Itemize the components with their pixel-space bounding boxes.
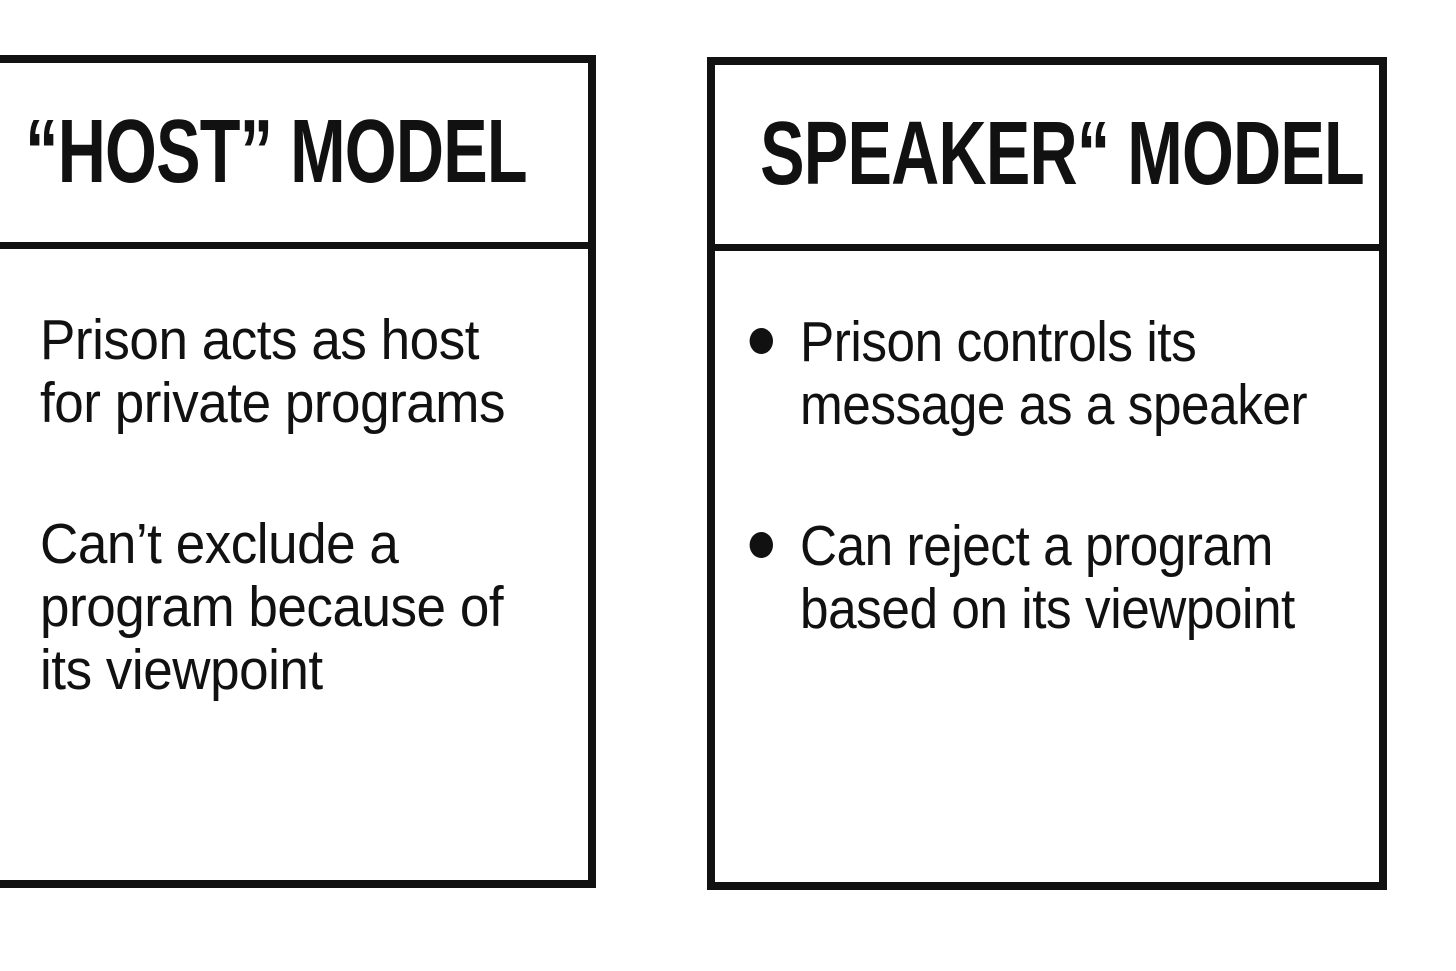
speaker-model-header: SPEAKER“ MODEL [715, 65, 1379, 251]
text-line: for private programs [40, 371, 506, 435]
text-line: program because of [40, 575, 504, 639]
host-paragraph-1: Prison acts as host for private programs [40, 309, 540, 435]
host-model-body: Prison acts as host for private programs… [0, 249, 588, 702]
text-line: based on its viewpoint [800, 577, 1295, 641]
text-line: its viewpoint [40, 638, 323, 702]
text-line: message as a speaker [800, 373, 1308, 437]
speaker-bullet-2: Can reject a program based on its viewpo… [749, 514, 1312, 641]
text-line: Can reject a program [800, 514, 1273, 578]
bullet-icon [749, 328, 773, 354]
speaker-model-body: Prison controls its message as a speaker… [715, 251, 1379, 641]
speaker-model-title: SPEAKER“ MODEL [760, 104, 1365, 204]
text-line: Prison acts as host [40, 308, 480, 372]
text-line: Can’t exclude a [40, 512, 399, 576]
bullet-icon [749, 532, 773, 558]
speaker-bullet-1: Prison controls its message as a speaker [749, 310, 1312, 437]
speaker-model-box: SPEAKER“ MODEL Prison controls its messa… [707, 57, 1387, 890]
host-model-header: “HOST” MODEL [0, 63, 588, 249]
text-line: Prison controls its [800, 310, 1197, 374]
host-model-title: “HOST” MODEL [25, 102, 527, 202]
host-paragraph-2: Can’t exclude a program because of its v… [40, 513, 540, 702]
host-model-box: “HOST” MODEL Prison acts as host for pri… [0, 55, 596, 888]
